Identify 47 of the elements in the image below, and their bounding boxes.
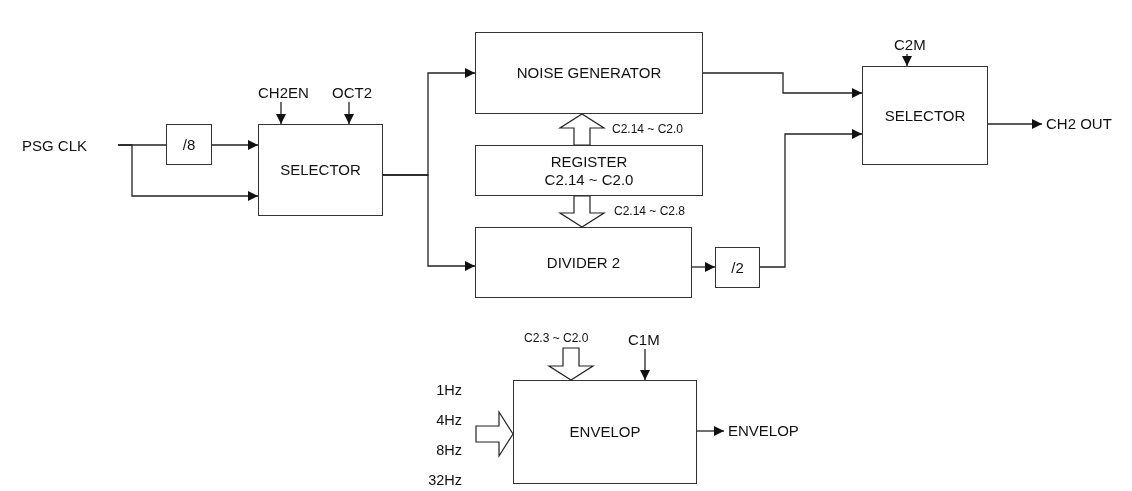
arrow [344, 101, 354, 125]
arrow [759, 129, 863, 268]
block-box [475, 32, 703, 114]
hollow-arrow [546, 347, 596, 381]
block-box [258, 124, 383, 216]
block-box [862, 66, 988, 165]
signal-name: ENVELOP [728, 422, 799, 440]
block-label: REGISTER [550, 152, 628, 171]
signal-name: PSG CLK [22, 137, 88, 155]
arrow [691, 262, 716, 272]
edge-label: C2.14 ~ C2.0 [612, 123, 684, 135]
arrow [117, 144, 259, 201]
signal-name: CH2 OUT [1046, 115, 1112, 133]
frequency-label: 4Hz [435, 413, 462, 428]
arrow [987, 119, 1043, 129]
edge-label: C2.3 ~ C2.0 [524, 332, 589, 344]
arrow [702, 72, 863, 98]
block-label: ENVELOP [569, 423, 641, 441]
arrow [902, 53, 912, 67]
frequency-label: 32Hz [427, 473, 462, 488]
arrow [211, 140, 259, 150]
arrow [640, 348, 650, 381]
frequency-label: 8Hz [435, 443, 462, 458]
block-label: SELECTOR [280, 161, 361, 179]
arrow [276, 101, 286, 125]
block-box [475, 227, 692, 298]
block-label: SELECTOR [884, 106, 966, 125]
frequency-label: 1Hz [435, 383, 462, 398]
block-label: NOISE GENERATOR [516, 64, 662, 82]
signal-name: C1M [628, 331, 660, 349]
block-box [475, 145, 703, 196]
block-box [715, 247, 760, 288]
block-label: /8 [182, 135, 196, 154]
hollow-arrow [557, 113, 607, 146]
block-box [513, 380, 697, 484]
block-label: C2.14 ~ C2.0 [544, 170, 634, 189]
edge-label: C2.14 ~ C2.8 [614, 205, 686, 217]
signal-name: C2M [894, 36, 926, 54]
block-box [166, 124, 212, 165]
block-label: /2 [731, 258, 744, 277]
signal-name: CH2EN [258, 84, 309, 102]
hollow-arrow [475, 409, 514, 459]
hollow-arrow [557, 195, 607, 228]
signal-name: OCT2 [332, 84, 372, 102]
arrow [382, 174, 476, 271]
block-label: DIVIDER 2 [546, 253, 621, 272]
arrow [696, 426, 725, 436]
